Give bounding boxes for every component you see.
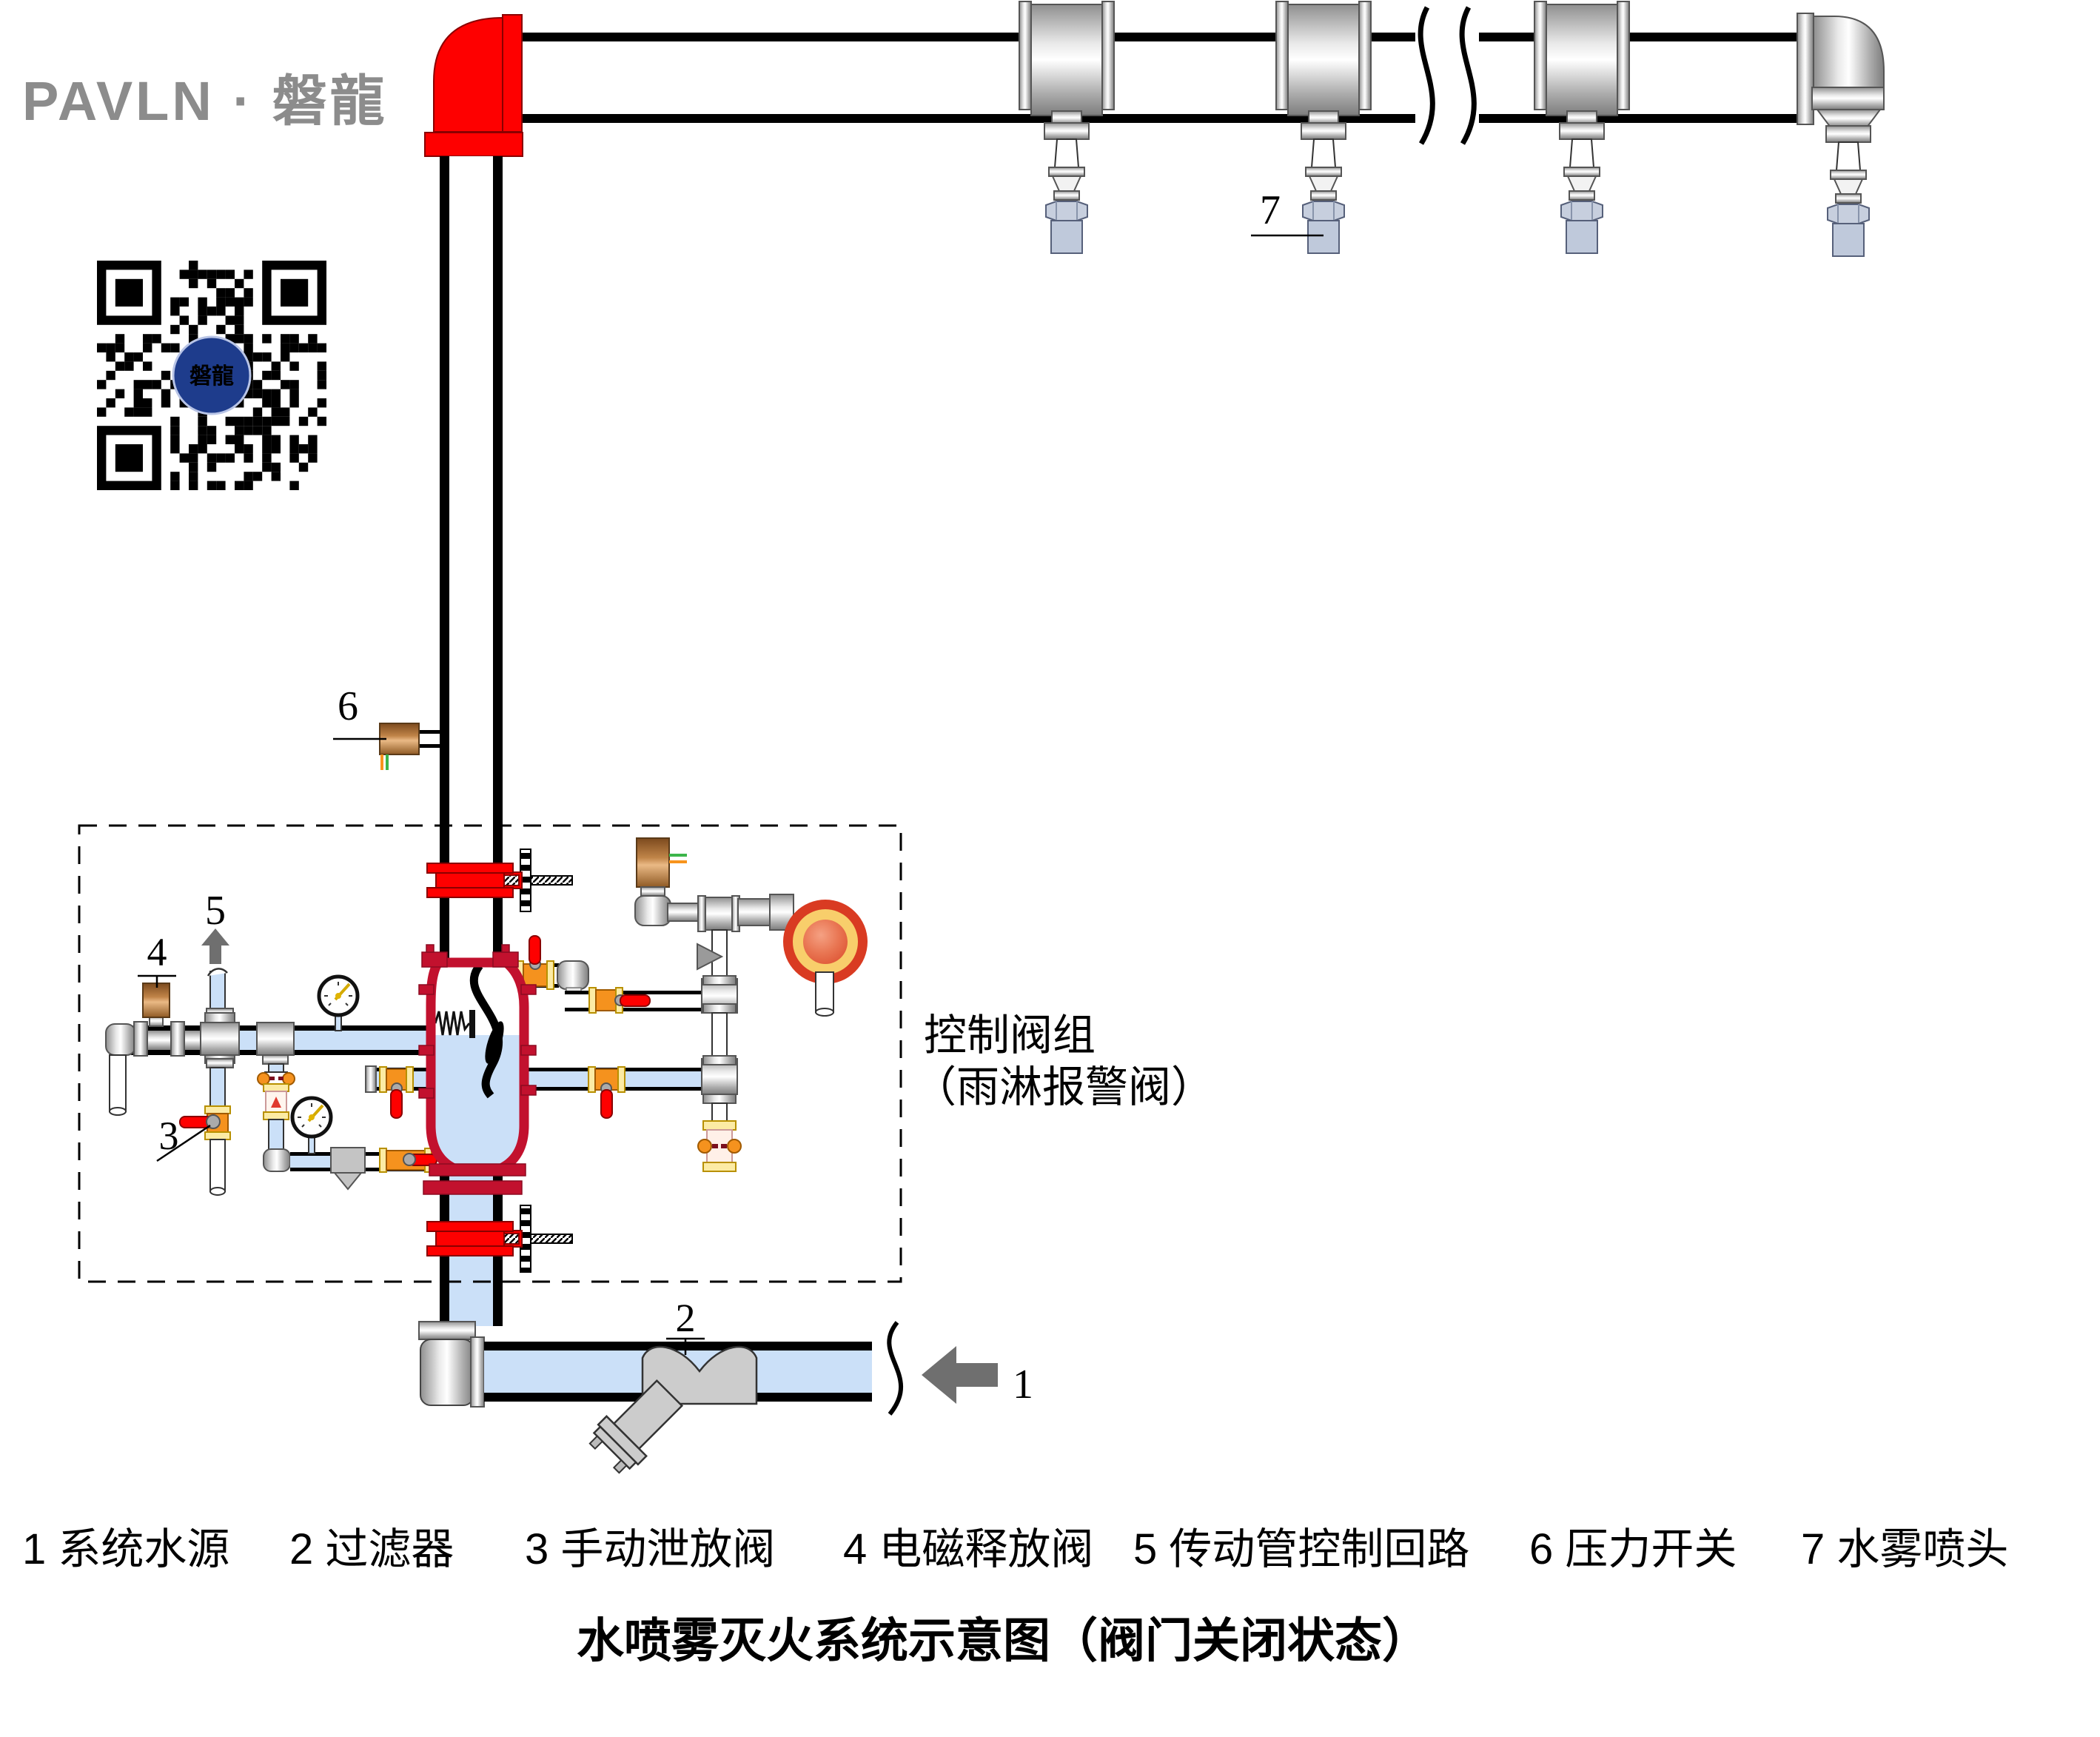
butterfly-valve-bottom — [426, 1205, 573, 1273]
flange-ring — [423, 1180, 523, 1195]
pressure-switch — [379, 723, 440, 770]
control-valve-group-box — [78, 824, 902, 1283]
brand-logo: PAVLN · 磐龍 — [22, 70, 388, 132]
supply-elbow — [418, 1321, 485, 1408]
alarm-outlet-line — [503, 935, 705, 1014]
drip-funnel — [330, 1147, 366, 1174]
callout-5-label: 5 — [205, 888, 226, 934]
callout-7: 7 — [1251, 187, 1324, 237]
threaded-stem — [530, 875, 573, 886]
legend-item-6: 6 压力开关 — [1529, 1525, 1737, 1573]
alarm-gong-assembly — [634, 837, 868, 1172]
spray-nozzle-row — [1019, 1, 1630, 254]
callout-1-label: 1 — [1013, 1362, 1033, 1408]
water-inlet-arrow — [922, 1346, 998, 1404]
manual-release-valve — [179, 1067, 231, 1196]
solenoid-release-valve — [142, 983, 170, 1027]
legend-item-1: 1 系统水源 — [22, 1525, 229, 1573]
check-valve — [697, 943, 724, 971]
callout-2: 2 — [666, 1296, 705, 1355]
y-strainer — [588, 1345, 758, 1474]
diagram-title: 水喷雾灭火系统示意图（阀门关闭状态） — [577, 1614, 1429, 1667]
legend: 1 系统水源 2 过滤器 3 手动泄放阀 4 电磁释放阀 5 传动管控制回路 6… — [22, 1525, 2008, 1573]
sight-glass-indicator — [271, 1097, 281, 1108]
flow-up-arrow — [201, 928, 229, 964]
callout-4: 4 — [138, 930, 176, 988]
valve-spring — [434, 1011, 471, 1036]
valve-group-caption: 控制阀组 （雨淋报警阀） — [913, 1011, 1214, 1111]
valve-group-caption-line1: 控制阀组 — [924, 1011, 1096, 1060]
red-elbow-fitting — [424, 14, 523, 157]
open-drain-stub — [109, 1054, 127, 1112]
callout-3-label: 3 — [159, 1114, 179, 1158]
valve-group-caption-line2: （雨淋报警阀） — [913, 1063, 1214, 1111]
end-elbow-fitting — [1797, 13, 1885, 128]
pilot-cross-fitting — [200, 968, 240, 1068]
pilot-pressure-switch — [636, 837, 670, 888]
legend-item-5: 5 传动管控制回路 — [1133, 1525, 1469, 1573]
alarm-valve-lower — [595, 989, 617, 1011]
callout-4-label: 4 — [147, 930, 167, 974]
pilot-test-branch — [256, 1022, 295, 1172]
legend-item-2: 2 过滤器 — [289, 1525, 454, 1573]
callout-6: 6 — [333, 683, 386, 740]
qr-center-label: 磐龍 — [189, 364, 234, 389]
supply-break-symbol — [872, 1321, 924, 1416]
butterfly-valve-top — [426, 849, 573, 912]
callout-5: 5 — [201, 888, 229, 964]
callout-2-label: 2 — [676, 1296, 696, 1340]
callout-3: 3 — [156, 1114, 211, 1162]
deluge-alarm-valve — [418, 944, 537, 1177]
legend-item-3: 3 手动泄放阀 — [525, 1525, 775, 1573]
manifold-elbow — [105, 1023, 136, 1056]
gauge-low — [292, 1098, 331, 1137]
qr-code: 磐龍 — [97, 261, 326, 490]
gauge-high — [319, 977, 358, 1015]
callout-7-label: 7 — [1260, 187, 1281, 233]
callout-6-label: 6 — [338, 683, 358, 729]
drain-line — [290, 1135, 440, 1191]
legend-item-4: 4 电磁释放阀 — [843, 1525, 1093, 1573]
qr-center-badge — [172, 335, 252, 415]
pipe-break-symbol — [1415, 4, 1479, 150]
threaded-stem — [530, 1234, 573, 1244]
legend-item-7: 7 水雾喷头 — [1801, 1525, 2008, 1573]
